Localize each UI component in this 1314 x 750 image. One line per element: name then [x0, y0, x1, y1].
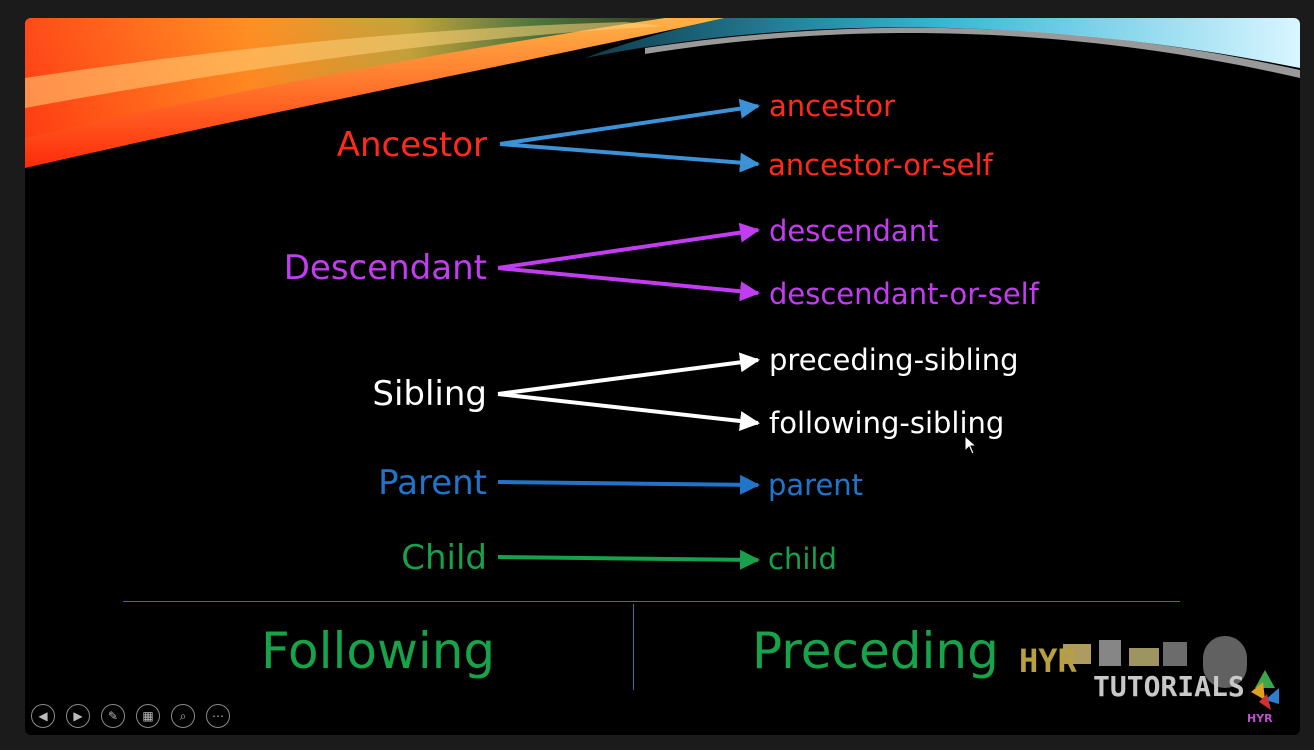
hyr-tutorials-logo: HYR TUTORIALS HYR	[1003, 630, 1283, 730]
logo-hyr: HYR	[1019, 642, 1077, 680]
all-slides-button[interactable]: ▦	[136, 704, 160, 728]
logo-graphic	[1063, 636, 1279, 710]
mouse-cursor-icon	[964, 435, 978, 455]
following-sibling-axis: following-sibling	[769, 406, 1005, 440]
horizontal-divider	[123, 601, 1180, 602]
arrow-following-sibling	[497, 392, 760, 431]
descendant-label: Descendant	[283, 248, 487, 288]
axis-arrows	[497, 98, 760, 570]
pen-button[interactable]: ✎	[101, 704, 125, 728]
more-options-button[interactable]: ⋯	[206, 704, 230, 728]
next-slide-icon: ▶	[73, 709, 83, 723]
ancestor-or-self-axis: ancestor-or-self	[768, 148, 993, 182]
logo-tutorials: TUTORIALS	[1093, 670, 1245, 703]
zoom-button[interactable]: ⌕	[171, 704, 195, 728]
child-axis: child	[768, 542, 837, 576]
zoom-icon: ⌕	[179, 708, 187, 723]
preceding-sibling-axis: preceding-sibling	[769, 343, 1019, 377]
arrow-ancestor-or-self	[499, 142, 760, 173]
preceding-heading: Preceding	[752, 622, 999, 680]
ancestor-label: Ancestor	[336, 125, 487, 165]
sibling-label: Sibling	[372, 374, 487, 414]
previous-slide-icon: ◀	[38, 709, 48, 723]
logo-badge: HYR	[1247, 712, 1273, 725]
arrow-parent	[497, 474, 760, 495]
arrow-child	[497, 549, 760, 570]
descendant-axis: descendant	[769, 214, 939, 248]
vertical-divider	[633, 604, 634, 690]
following-heading: Following	[261, 622, 496, 680]
banner-decoration	[25, 18, 1300, 168]
more-options-icon: ⋯	[212, 709, 224, 723]
arrow-descendant	[497, 222, 760, 270]
slideshow-controls: ◀ ▶ ✎ ▦ ⌕ ⋯	[31, 704, 230, 728]
previous-slide-button[interactable]: ◀	[31, 704, 55, 728]
parent-axis: parent	[768, 468, 864, 502]
parent-label: Parent	[378, 463, 487, 503]
arrow-ancestor	[499, 98, 760, 146]
next-slide-button[interactable]: ▶	[66, 704, 90, 728]
all-slides-icon: ▦	[142, 709, 154, 723]
arrow-preceding-sibling	[497, 352, 760, 396]
slide: Ancestor Descendant Sibling Parent Child…	[25, 18, 1300, 735]
ancestor-axis: ancestor	[769, 89, 896, 123]
child-label: Child	[401, 538, 487, 578]
descendant-or-self-axis: descendant-or-self	[769, 277, 1039, 311]
arrow-descendant-or-self	[497, 266, 760, 302]
pen-icon: ✎	[107, 709, 119, 723]
